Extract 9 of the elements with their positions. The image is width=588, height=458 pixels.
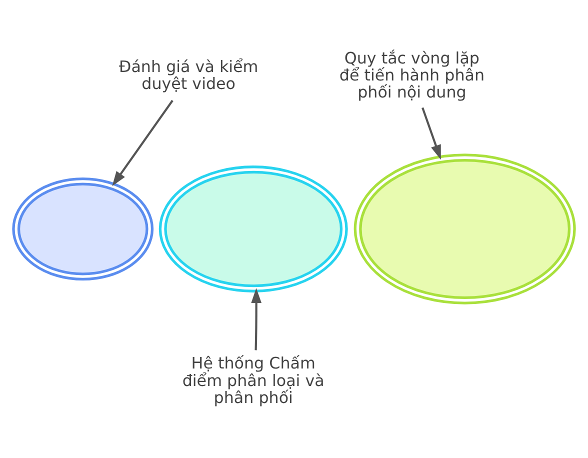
arrow <box>112 100 174 186</box>
arrow <box>251 288 262 350</box>
node-gear <box>158 166 348 292</box>
arrow <box>422 107 441 160</box>
node-text: Hệ thống Chấm điểm phân loại và phân phối <box>182 354 324 407</box>
node-gear <box>12 177 154 281</box>
node-text: Đánh giá và kiểm duyệt video <box>118 56 258 94</box>
node-gear <box>354 154 576 304</box>
node-text: Quy tắc vòng lặp để tiến hành phân phối nội dung <box>339 48 485 102</box>
